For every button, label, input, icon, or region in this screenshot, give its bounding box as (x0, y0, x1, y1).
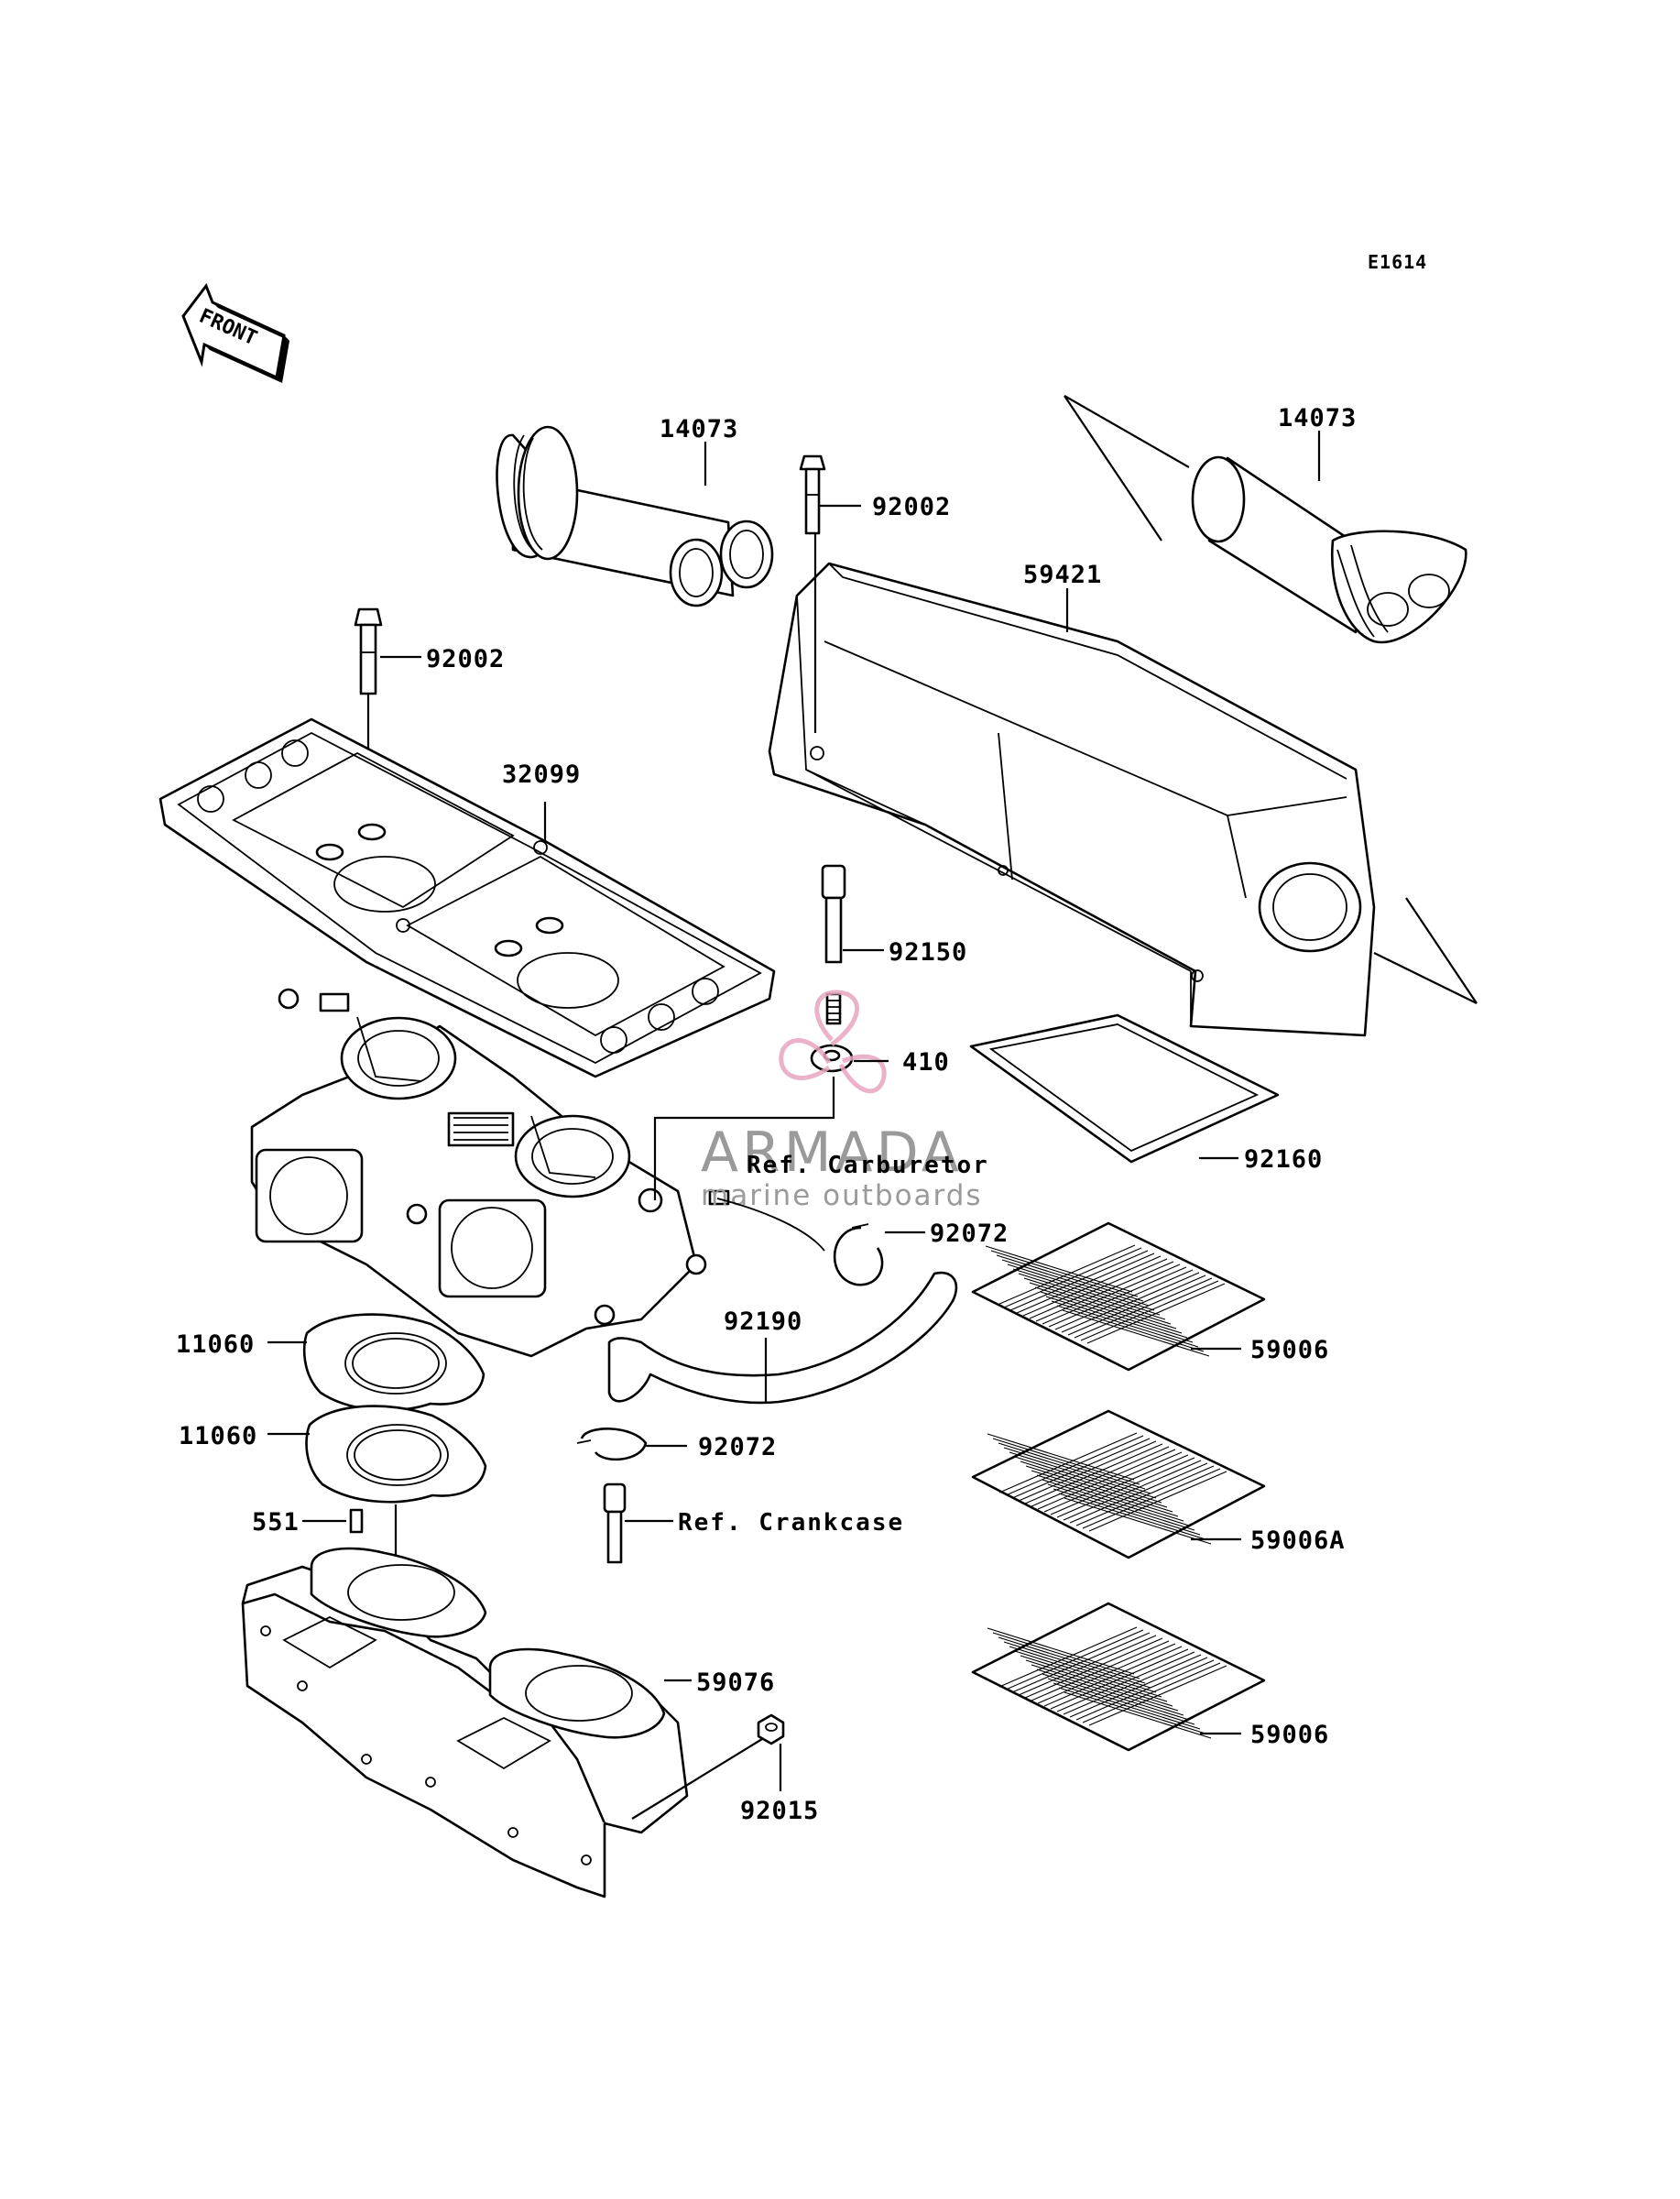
bolt-92002-top (799, 454, 826, 535)
guide-line-box-2 (1373, 952, 1478, 1004)
label-14073-right: 14073 (1278, 404, 1357, 432)
watermark-subtitle: marine outboards (701, 1179, 983, 1212)
label-92190: 92190 (724, 1307, 802, 1336)
filter-screen-59006-bottom (971, 1602, 1266, 1752)
watermark-title: ARMADA (701, 1121, 963, 1185)
carburetor-assembly (250, 988, 730, 1358)
label-92072-upper: 92072 (930, 1220, 1009, 1248)
label-14073-left: 14073 (660, 415, 738, 443)
intake-duct-right (1191, 455, 1467, 644)
label-410: 410 (902, 1048, 950, 1077)
gasket-92160 (969, 1013, 1280, 1164)
label-59006A: 59006A (1250, 1526, 1346, 1555)
label-92150: 92150 (889, 938, 967, 967)
bolt-92150 (821, 864, 846, 1025)
filter-screen-59006A (971, 1409, 1266, 1559)
hose-92190 (607, 1198, 958, 1405)
intake-manifold (241, 1547, 689, 1898)
watermark-logo-icon (779, 990, 887, 1094)
clip-92072-upper (833, 1223, 884, 1286)
gasket-11060-upper (302, 1313, 485, 1412)
label-551: 551 (252, 1508, 300, 1537)
label-11060-upper: 11060 (176, 1330, 255, 1359)
ref-carburetor-line (653, 1077, 835, 1200)
label-32099: 32099 (502, 760, 581, 789)
air-box-housing (768, 562, 1376, 1037)
label-11060-lower: 11060 (179, 1422, 257, 1450)
label-59421: 59421 (1023, 561, 1102, 589)
ref-carburetor: Ref. Carburetor (747, 1152, 989, 1179)
guide-line-box (1405, 897, 1478, 1004)
label-59006-bottom: 59006 (1250, 1721, 1329, 1749)
gasket-11060-lower (305, 1405, 487, 1504)
guide-line-duct-2 (1064, 395, 1190, 468)
label-92015: 92015 (740, 1797, 819, 1825)
label-92002-top: 92002 (872, 493, 951, 521)
nut-92015 (631, 1713, 785, 1820)
bolt-92002-left (354, 607, 383, 825)
label-92002-left: 92002 (426, 645, 505, 673)
guide-line-duct (1064, 395, 1162, 542)
clip-92072-lower (576, 1428, 648, 1461)
crankcase-fitting (603, 1482, 627, 1564)
intake-duct-left (496, 425, 774, 607)
leader-lines (267, 431, 1321, 1791)
front-arrow-icon: FRONT (181, 282, 289, 383)
base-plate (158, 717, 776, 1078)
label-59076: 59076 (696, 1668, 775, 1697)
label-59006-top: 59006 (1250, 1336, 1329, 1364)
label-92160: 92160 (1244, 1145, 1323, 1174)
diagram-code: E1614 (1368, 251, 1427, 273)
filter-screen-59006-top (971, 1221, 1266, 1372)
label-92072-lower: 92072 (698, 1433, 777, 1461)
ref-crankcase: Ref. Crankcase (678, 1509, 904, 1537)
